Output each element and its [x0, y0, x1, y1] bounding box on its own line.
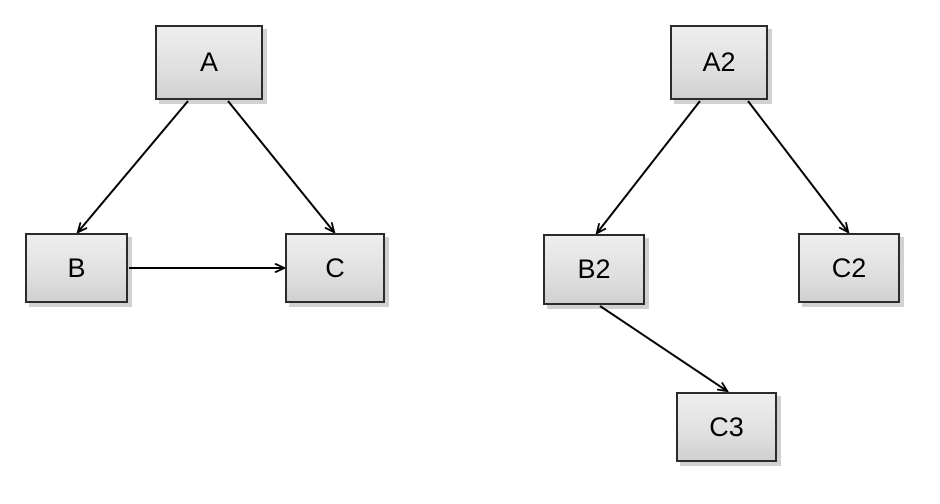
node-c3[interactable]: C3 [676, 392, 777, 462]
edges-group [76, 100, 850, 393]
node-b2[interactable]: B2 [543, 234, 645, 305]
node-c2[interactable]: C2 [798, 233, 900, 303]
edge-a-b[interactable] [76, 100, 189, 234]
node-c[interactable]: C [285, 233, 385, 303]
edge-a2-c2[interactable] [747, 100, 850, 235]
edge-b2-c3[interactable] [599, 305, 730, 393]
node-b[interactable]: B [25, 233, 128, 303]
node-a-label: A [199, 47, 218, 77]
node-a2[interactable]: A2 [670, 25, 768, 100]
edge-a-c[interactable] [227, 100, 336, 235]
node-a2-label: A2 [702, 47, 736, 77]
node-c2-label: C2 [831, 252, 867, 283]
edge-a2-b2[interactable] [595, 100, 701, 236]
node-c3-label: C3 [709, 411, 744, 442]
node-b2-label: B2 [577, 254, 611, 284]
node-b-label: B [67, 252, 86, 283]
node-a[interactable]: A [155, 25, 263, 100]
node-c-label: C [325, 252, 345, 283]
